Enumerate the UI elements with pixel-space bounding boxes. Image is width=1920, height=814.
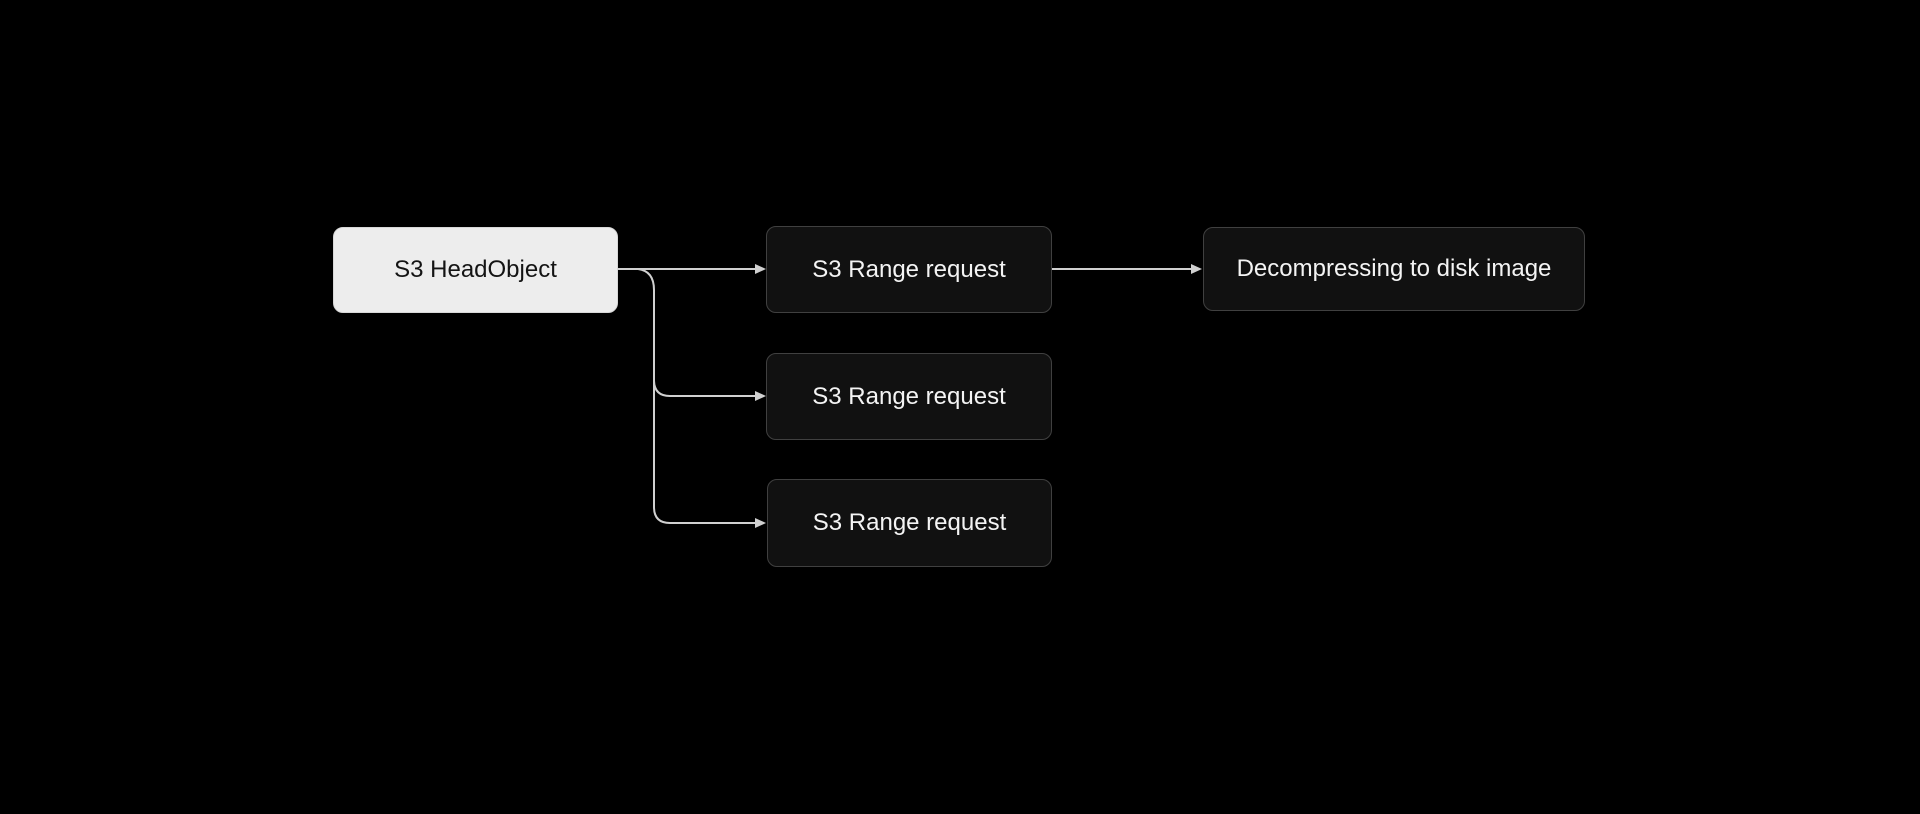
node-s3-head-object: S3 HeadObject — [333, 227, 618, 313]
node-label: S3 HeadObject — [394, 256, 557, 283]
node-s3-range-request-1: S3 Range request — [766, 226, 1052, 313]
node-label: Decompressing to disk image — [1236, 255, 1552, 282]
node-label: S3 Range request — [812, 382, 1006, 410]
arrowhead-decompress — [1191, 264, 1202, 274]
edge-head-to-range-2 — [653, 379, 756, 397]
arrowhead-range-3 — [755, 518, 766, 528]
node-label: S3 Range request — [812, 509, 1007, 536]
node-label: S3 Range request — [812, 255, 1006, 283]
edge-head-to-range-3 — [637, 268, 756, 524]
node-decompressing-to-disk-image: Decompressing to disk image — [1203, 227, 1585, 311]
arrowhead-range-2 — [755, 391, 766, 401]
node-s3-range-request-2: S3 Range request — [766, 353, 1052, 440]
node-s3-range-request-3: S3 Range request — [767, 479, 1052, 567]
arrowhead-range-1 — [755, 264, 766, 274]
